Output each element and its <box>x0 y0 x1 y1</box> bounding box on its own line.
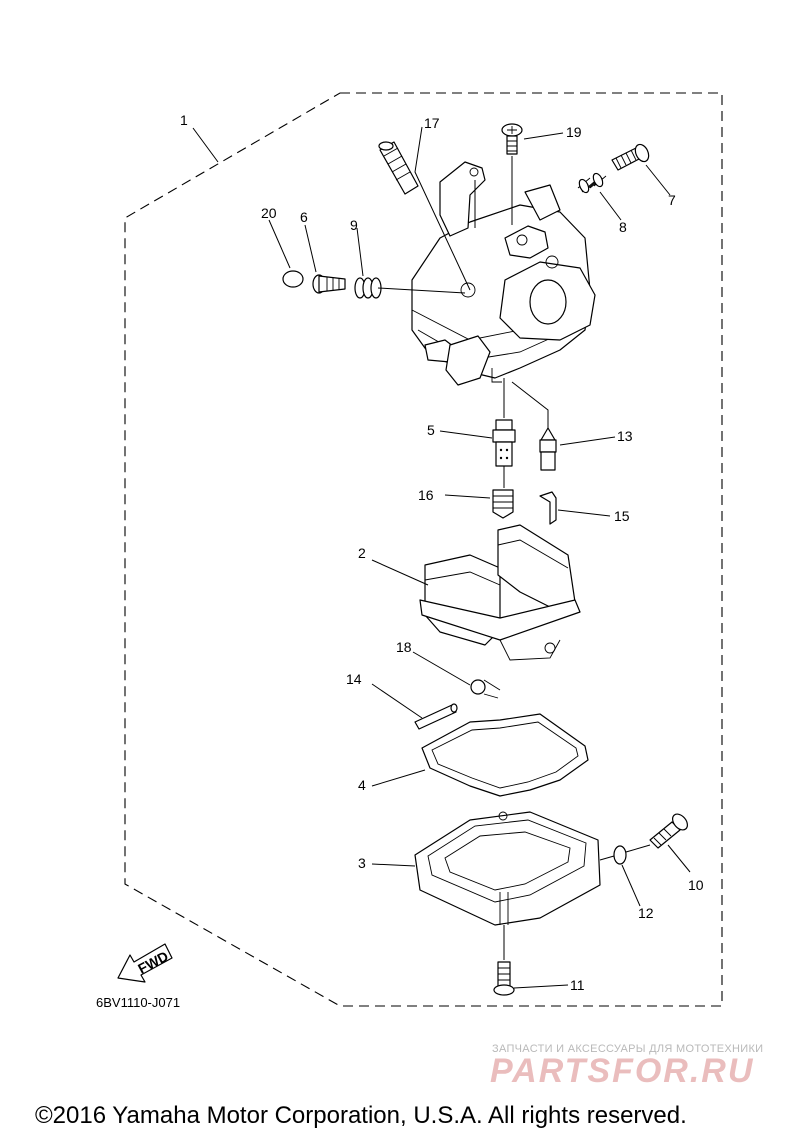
part-5-nozzle <box>492 419 516 467</box>
label-part-4: 4 <box>358 777 366 793</box>
label-part-20: 20 <box>261 205 277 221</box>
label-part-14: 14 <box>346 671 362 687</box>
label-part-8: 8 <box>619 219 627 235</box>
part-18-clip <box>470 679 501 699</box>
label-part-3: 3 <box>358 855 366 871</box>
part-11-screw <box>493 961 515 996</box>
label-part-12: 12 <box>638 905 654 921</box>
label-part-10: 10 <box>688 877 704 893</box>
part-9-spring <box>354 277 382 299</box>
part-6-screw <box>312 274 346 294</box>
part-15-clip <box>539 491 557 525</box>
label-part-9: 9 <box>350 217 358 233</box>
part-3-float-bowl <box>414 811 601 926</box>
label-part-18: 18 <box>396 639 412 655</box>
label-part-2: 2 <box>358 545 366 561</box>
label-part-6: 6 <box>300 209 308 225</box>
part-13-needle-valve <box>539 427 557 471</box>
label-part-15: 15 <box>614 508 630 524</box>
carburetor-body <box>411 161 596 386</box>
label-part-5: 5 <box>427 422 435 438</box>
part-10-screw <box>649 813 688 849</box>
part-17-jet <box>378 141 419 195</box>
copyright-notice: ©2016 Yamaha Motor Corporation, U.S.A. A… <box>35 1102 687 1129</box>
label-part-7: 7 <box>668 192 676 208</box>
part-12-o-ring <box>613 845 627 865</box>
part-20-plug <box>282 270 304 288</box>
label-part-1: 1 <box>180 112 188 128</box>
part-19-screw <box>501 123 523 155</box>
label-part-11: 11 <box>570 977 585 993</box>
part-16-jet <box>492 489 514 519</box>
label-part-19: 19 <box>566 124 582 140</box>
part-8-spring <box>577 172 607 194</box>
label-part-17: 17 <box>424 115 440 131</box>
diagram-code: 6BV1110-J071 <box>96 995 181 1010</box>
part-7-screw <box>611 143 650 171</box>
label-part-13: 13 <box>617 428 633 444</box>
fwd-arrow-icon: FWD <box>117 943 173 983</box>
part-2-float <box>419 524 581 661</box>
watermark-tagline: ЗАПЧАСТИ И АКСЕССУАРЫ ДЛЯ МОТОТЕХНИКИ <box>492 1043 764 1055</box>
part-4-gasket <box>421 713 589 797</box>
part-14-pin <box>414 703 458 730</box>
label-part-16: 16 <box>418 487 434 503</box>
watermark-brand: PARTSFOR.RU <box>490 1052 755 1090</box>
